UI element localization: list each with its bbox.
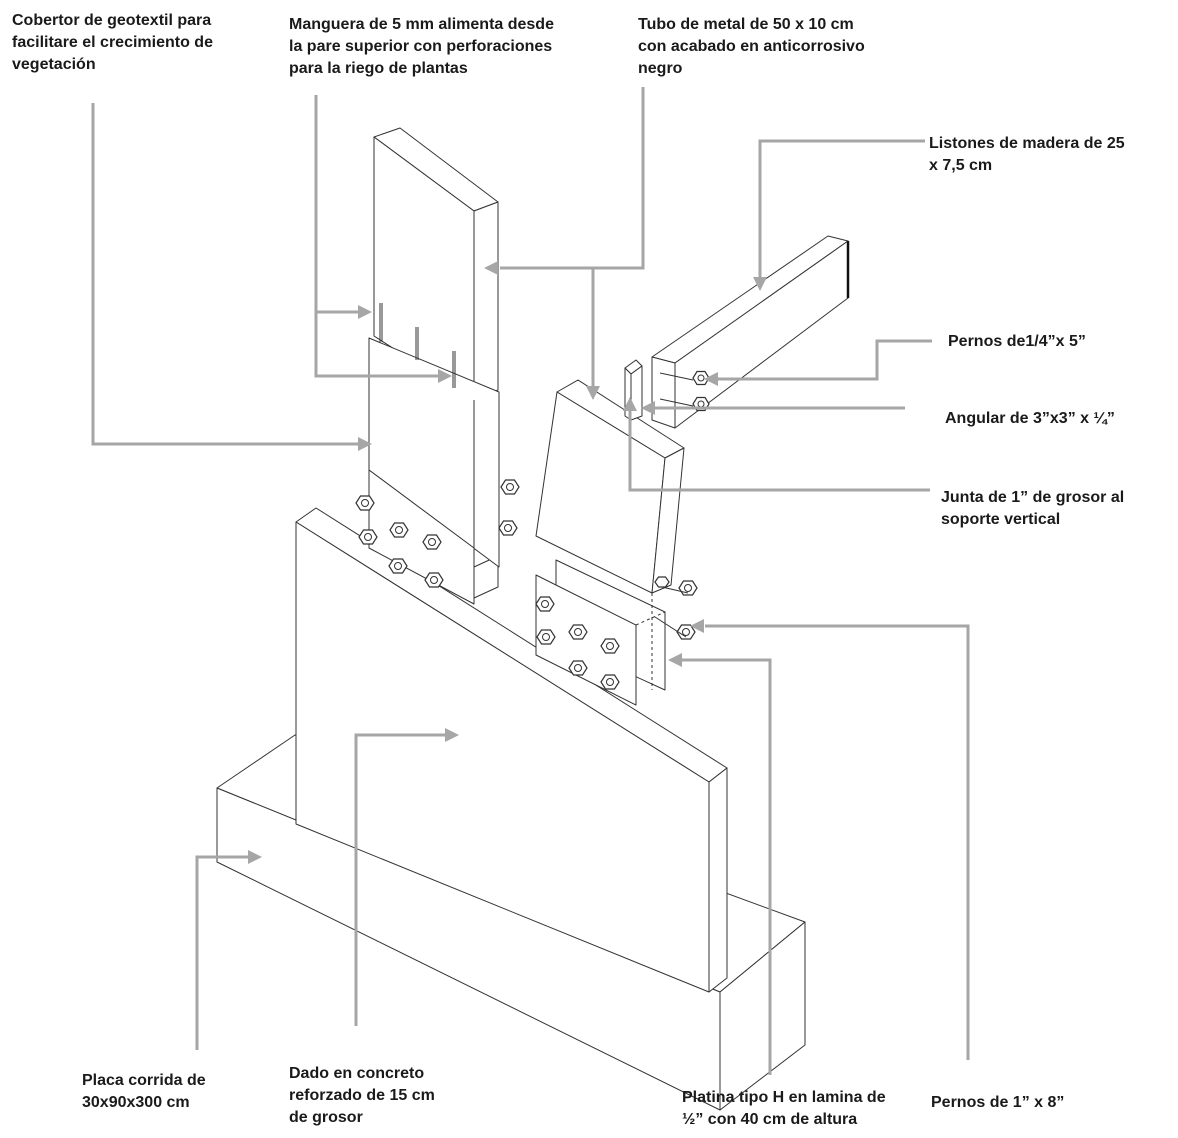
leader-tubo — [484, 87, 645, 400]
leader-platina — [668, 653, 772, 1075]
callout-junta: Junta de 1” de grosor al soporte vertica… — [941, 489, 1125, 528]
left-vertical-tube — [368, 127, 500, 605]
callout-platina: Platina tipo H en lamina de ½” con 40 cm… — [682, 1089, 886, 1128]
callout-geotextil: Cobertor de geotextil para facilitare el… — [12, 12, 213, 73]
leader-dado — [354, 728, 459, 1026]
wood-batten — [651, 235, 850, 429]
leader-placa — [195, 850, 262, 1050]
callout-tubo: Tubo de metal de 50 x 10 cm con acabado … — [638, 16, 865, 77]
left-plate-bolts — [355, 479, 520, 588]
leader-angular — [641, 401, 905, 415]
leader-pernos-small — [704, 339, 932, 386]
callout-pernos-large: Pernos de 1” x 8” — [931, 1094, 1065, 1111]
right-plate-bolts — [535, 576, 698, 690]
leader-pernos-large — [690, 619, 970, 1060]
callout-listones: Listones de madera de 25 x 7,5 cm — [929, 135, 1125, 174]
callout-pernos-small: Pernos de1/4”x 5” — [948, 333, 1086, 350]
right-inclined-tube — [535, 379, 685, 594]
concrete-dado — [295, 507, 728, 993]
leader-listones — [753, 139, 925, 291]
callout-manguera: Manguera de 5 mm alimenta desde la pare … — [289, 16, 554, 77]
leader-manguera — [314, 95, 452, 383]
callout-angular: Angular de 3”x3” x ¼” — [945, 410, 1115, 427]
callout-placa: Placa corrida de 30x90x300 cm — [82, 1072, 206, 1111]
leader-junta — [623, 397, 930, 492]
leader-geotextil — [91, 103, 372, 451]
right-h-plate — [535, 559, 666, 706]
callout-dado: Dado en concreto reforzado de 15 cm de g… — [289, 1065, 435, 1126]
